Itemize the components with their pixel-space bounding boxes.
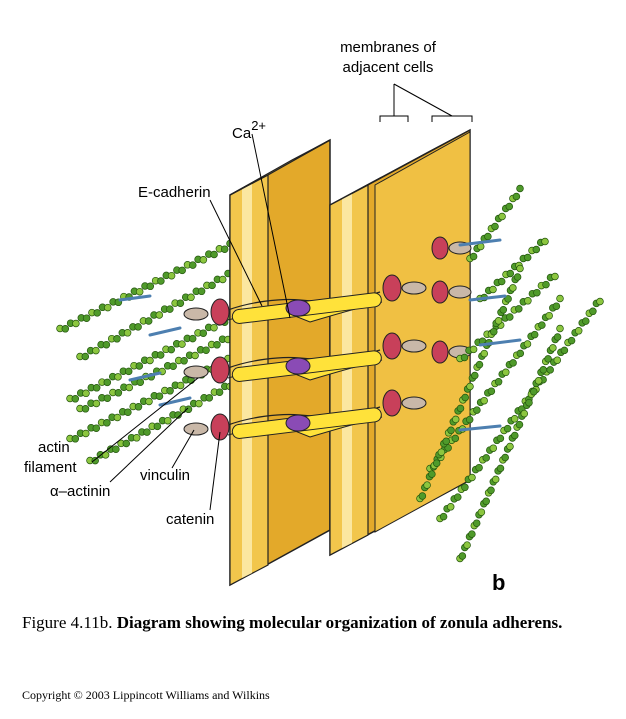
junction-row: [183, 389, 427, 441]
vinculin: [448, 285, 472, 299]
alpha-actinin-link: [468, 294, 507, 302]
catenin: [382, 274, 402, 302]
alpha-actinin-link: [148, 326, 182, 337]
alpha-actinin-link: [458, 238, 502, 247]
zonula-adherens-diagram: membranes of adjacent cells Ca2+ E-cadhe…: [24, 39, 604, 595]
vinculin: [183, 365, 209, 379]
catenin: [210, 413, 230, 441]
catenin: [382, 332, 402, 360]
e-cadherin-label: E-cadherin: [138, 184, 211, 201]
catenin: [431, 340, 449, 364]
actin-filament: [76, 269, 232, 361]
actin-filament: [436, 297, 604, 523]
copyright-notice: Copyright © 2003 Lippincott Williams and…: [22, 688, 270, 702]
actin-filament: [416, 264, 524, 503]
caption-prefix: Figure 4.11b.: [22, 613, 117, 632]
alpha-actinin-link: [478, 338, 522, 347]
calcium-ion: [285, 414, 311, 432]
junction-row: [183, 274, 427, 326]
catenin: [431, 280, 449, 304]
actin-filament: [456, 324, 564, 563]
actin-filament-label-line1: actin: [38, 439, 70, 456]
alpha-actinin-link: [118, 294, 152, 302]
actin-filament: [466, 184, 524, 263]
vinculin: [183, 307, 209, 321]
catenin: [210, 356, 230, 384]
catenin-label: catenin: [166, 511, 214, 528]
actin-filament-label-line2: filament: [24, 459, 77, 476]
alpha-actinin-link: [128, 371, 162, 382]
alpha-actinin-label: α–actinin: [50, 483, 110, 500]
catenin: [382, 389, 402, 417]
catenin: [210, 298, 230, 326]
junction-row: [183, 332, 427, 384]
calcium-label: Ca2+: [232, 118, 266, 142]
alpha-actinin-link: [458, 424, 502, 432]
calcium-ion: [285, 357, 311, 375]
vinculin: [183, 422, 209, 436]
figure-caption: Figure 4.11b. Diagram showing molecular …: [22, 612, 602, 634]
caption-title: Diagram showing molecular organization o…: [116, 613, 563, 632]
actin-filament: [66, 312, 234, 403]
actin-filaments-right: [416, 184, 604, 563]
membranes-label-line2: adjacent cells: [343, 59, 434, 76]
calcium-ion: [285, 299, 311, 317]
catenin: [431, 236, 449, 260]
membranes-label-line1: membranes of: [340, 39, 437, 56]
vinculin: [401, 281, 427, 295]
vinculin: [401, 339, 427, 353]
vinculin-label: vinculin: [140, 467, 190, 484]
leader-lines: [91, 83, 473, 511]
panel-letter: b: [492, 570, 505, 595]
vinculin: [401, 396, 427, 410]
cadherin-junctions: [183, 236, 472, 441]
